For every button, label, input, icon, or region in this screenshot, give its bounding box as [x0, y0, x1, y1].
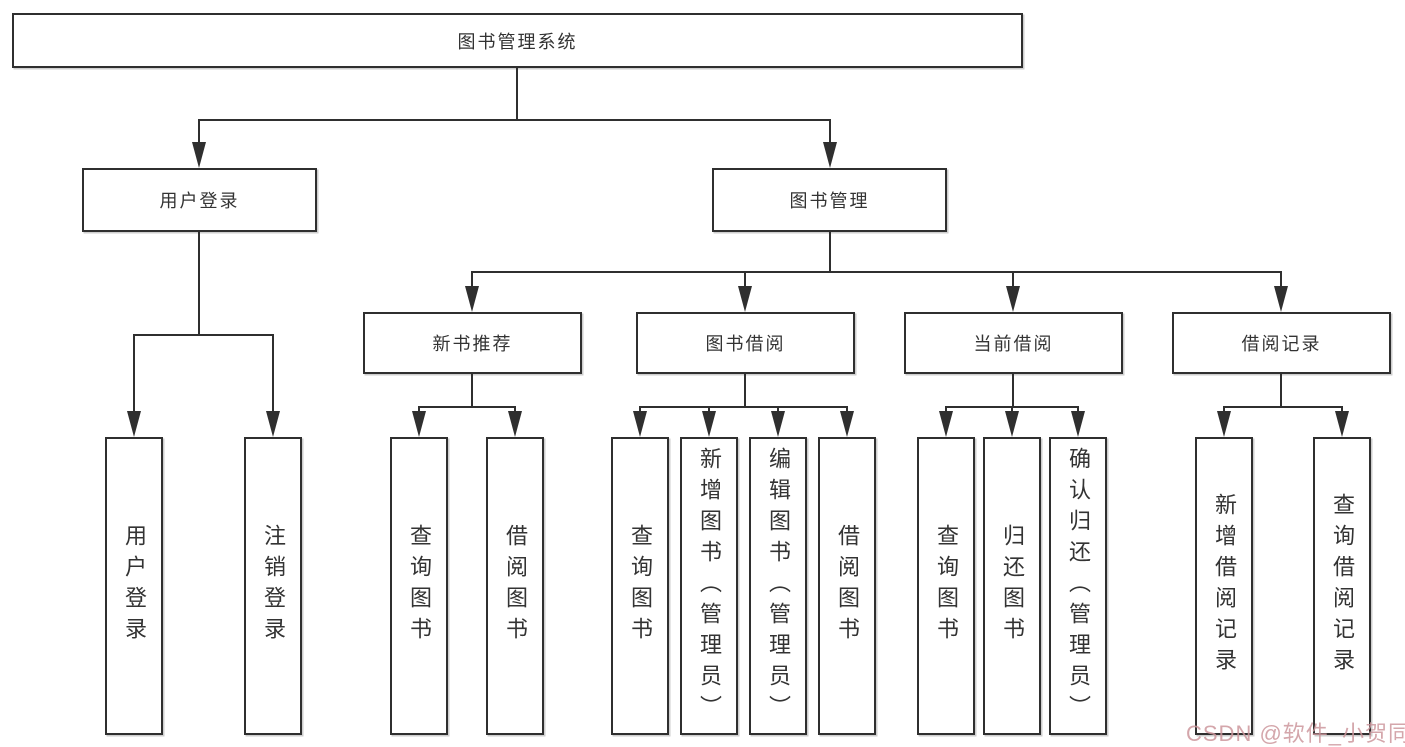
- node-user-login-label: 用户登录: [159, 191, 240, 211]
- arrow-down-icon: [465, 286, 479, 312]
- connector-leaf-drop: [133, 334, 135, 416]
- node-new-book-recommendation: 新书推荐: [363, 312, 582, 374]
- connector-level3-horizontal: [471, 271, 1282, 273]
- node-user-login: 用户登录: [82, 168, 317, 232]
- arrow-down-icon: [771, 411, 785, 437]
- connector-l3-stub: [744, 372, 746, 408]
- leaf-borrow-books: 借阅图书: [818, 437, 876, 735]
- leaf-query-borrow-record-label: 查询借阅记录: [1330, 493, 1355, 679]
- leaf-confirm-return-admin-label: 确认归还（管理员）: [1066, 446, 1091, 726]
- leaf-logout-label: 注销登录: [261, 524, 286, 648]
- connector-group-horizontal: [1223, 406, 1343, 408]
- csdn-watermark: CSDN @软件_小贺同学: [1186, 721, 1405, 746]
- leaf-logout: 注销登录: [244, 437, 302, 735]
- node-book-management-label: 图书管理: [789, 191, 870, 211]
- leaf-user-login: 用户登录: [105, 437, 163, 735]
- arrow-down-icon: [1006, 286, 1020, 312]
- connector-user-login-horizontal: [133, 334, 274, 336]
- connector-leaf-drop: [1012, 271, 1014, 291]
- node-book-borrowing-label: 图书借阅: [705, 334, 786, 354]
- arrow-down-icon: [508, 411, 522, 437]
- node-library-system: 图书管理系统: [12, 13, 1023, 68]
- leaf-query-books-current: 查询图书: [917, 437, 975, 735]
- connector-book-mgmt-drop: [829, 119, 831, 147]
- node-new-book-recommendation-label: 新书推荐: [432, 334, 513, 354]
- leaf-query-books-recommend-label: 查询图书: [407, 524, 432, 648]
- connector-user-login-stub: [198, 230, 200, 336]
- connector-leaf-drop: [471, 271, 473, 291]
- node-book-management: 图书管理: [712, 168, 947, 232]
- leaf-query-books-borrowing: 查询图书: [611, 437, 669, 735]
- leaf-edit-book-admin: 编辑图书（管理员）: [749, 437, 807, 735]
- leaf-confirm-return-admin: 确认归还（管理员）: [1049, 437, 1107, 735]
- leaf-edit-book-admin-label: 编辑图书（管理员）: [766, 446, 791, 726]
- node-book-borrowing: 图书借阅: [636, 312, 855, 374]
- arrow-down-icon: [1071, 411, 1085, 437]
- leaf-add-borrow-record-label: 新增借阅记录: [1212, 493, 1237, 679]
- arrow-down-icon: [1335, 411, 1349, 437]
- leaf-return-books-label: 归还图书: [1000, 524, 1025, 648]
- connector-leaf-drop: [272, 334, 274, 416]
- connector-group-horizontal: [418, 406, 516, 408]
- node-current-borrowing: 当前借阅: [904, 312, 1123, 374]
- connector-root-stub: [516, 66, 518, 121]
- arrow-down-icon: [1217, 411, 1231, 437]
- leaf-borrow-books-label: 借阅图书: [835, 524, 860, 648]
- node-library-system-label: 图书管理系统: [457, 31, 578, 52]
- leaf-add-borrow-record: 新增借阅记录: [1195, 437, 1253, 735]
- leaf-add-book-admin-label: 新增图书（管理员）: [697, 446, 722, 726]
- leaf-query-books-current-label: 查询图书: [934, 524, 959, 648]
- leaf-query-books-borrowing-label: 查询图书: [628, 524, 653, 648]
- connector-leaf-drop: [1280, 271, 1282, 291]
- arrow-down-icon: [1005, 411, 1019, 437]
- leaf-add-book-admin: 新增图书（管理员）: [680, 437, 738, 735]
- arrow-down-icon: [840, 411, 854, 437]
- leaf-query-books-recommend: 查询图书: [390, 437, 448, 735]
- node-borrowing-records-label: 借阅记录: [1241, 334, 1322, 354]
- connector-l3-stub: [471, 372, 473, 408]
- leaf-borrow-books-recommend: 借阅图书: [486, 437, 544, 735]
- arrow-down-icon: [702, 411, 716, 437]
- leaf-return-books: 归还图书: [983, 437, 1041, 735]
- node-borrowing-records: 借阅记录: [1172, 312, 1391, 374]
- arrow-down-icon: [412, 411, 426, 437]
- connector-book-mgmt-stub: [829, 230, 831, 273]
- connector-leaf-drop: [744, 271, 746, 291]
- arrow-down-icon: [823, 142, 837, 168]
- arrow-down-icon: [266, 411, 280, 437]
- arrow-down-icon: [738, 286, 752, 312]
- connector-level2-horizontal: [198, 119, 831, 121]
- arrow-down-icon: [939, 411, 953, 437]
- leaf-query-borrow-record: 查询借阅记录: [1313, 437, 1371, 735]
- connector-l3-stub: [1280, 372, 1282, 408]
- arrow-down-icon: [127, 411, 141, 437]
- connector-user-login-drop: [198, 119, 200, 147]
- leaf-user-login-label: 用户登录: [122, 524, 147, 648]
- arrow-down-icon: [1274, 286, 1288, 312]
- node-current-borrowing-label: 当前借阅: [973, 334, 1054, 354]
- arrow-down-icon: [633, 411, 647, 437]
- connector-l3-stub: [1012, 372, 1014, 408]
- leaf-borrow-books-recommend-label: 借阅图书: [503, 524, 528, 648]
- arrow-down-icon: [192, 142, 206, 168]
- connector-group-horizontal: [639, 406, 848, 408]
